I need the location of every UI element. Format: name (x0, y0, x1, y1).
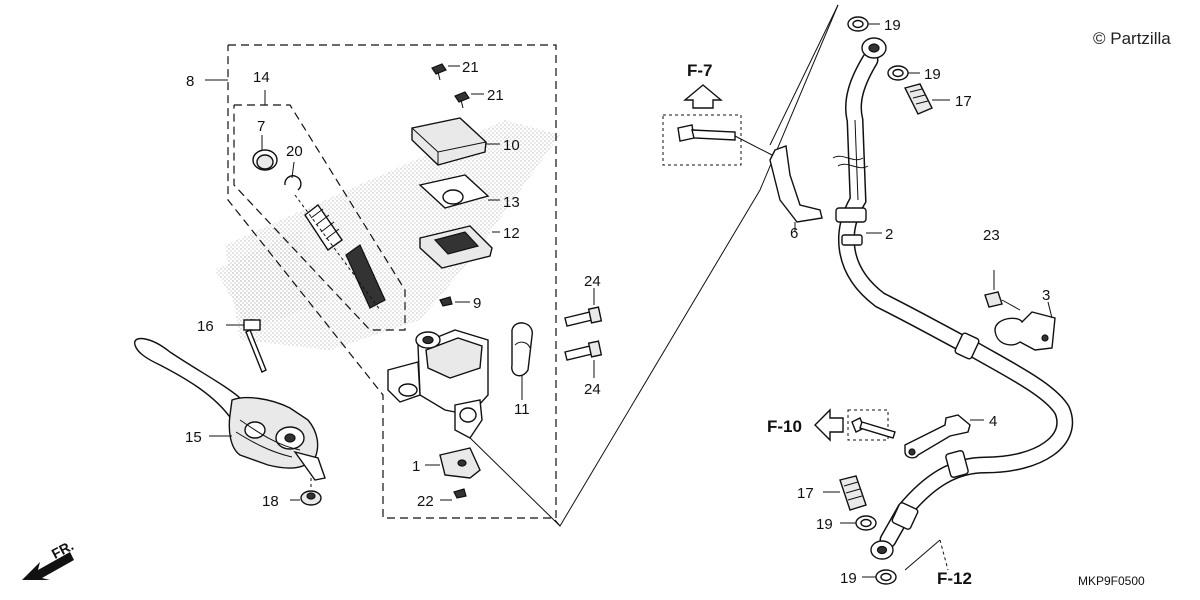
screw-9 (439, 296, 470, 307)
banjo-bolt-17-b (823, 475, 867, 511)
piston-cup-7 (252, 135, 278, 171)
label-21-b: 21 (487, 87, 504, 104)
banjo-bolt-17-a (903, 83, 950, 115)
label-14: 14 (253, 69, 270, 86)
label-10: 10 (503, 137, 520, 154)
label-24-a: 24 (584, 273, 601, 290)
washer-19-c (840, 515, 877, 531)
bolt-24-a (564, 288, 603, 327)
screw-22 (440, 488, 467, 501)
label-19-b: 19 (924, 66, 941, 83)
label-19-d: 19 (840, 570, 857, 587)
bracket-6 (769, 145, 823, 232)
washer-19-b (887, 65, 920, 81)
label-20: 20 (286, 143, 303, 160)
front-direction-arrow-icon (22, 552, 74, 580)
label-23: 23 (983, 227, 1000, 244)
label-17-b: 17 (797, 485, 814, 502)
diaphragm-12 (419, 225, 500, 269)
bracket-3 (994, 301, 1056, 351)
ref-f7-group (662, 84, 773, 166)
ref-f10-label: F-10 (767, 417, 802, 436)
label-18: 18 (262, 493, 279, 510)
label-4: 4 (989, 413, 997, 430)
ref-f12-group (904, 539, 949, 571)
label-19-c: 19 (816, 516, 833, 533)
label-8: 8 (186, 73, 194, 90)
circlip-20 (284, 161, 302, 191)
switch-1 (425, 447, 481, 479)
assembly-outline-8 (227, 44, 557, 519)
label-2: 2 (885, 226, 893, 243)
pivot-bolt-16 (226, 319, 267, 373)
ref-f7-label: F-7 (687, 61, 713, 80)
label-19-a: 19 (884, 17, 901, 34)
label-11: 11 (514, 401, 530, 418)
brake-lever (134, 337, 326, 481)
plate-13 (418, 174, 500, 209)
master-cylinder-body (387, 329, 489, 439)
screw-21-b (454, 91, 484, 109)
diagram-code: MKP9F0500 (1078, 574, 1145, 588)
stipple-band (215, 120, 560, 350)
label-16: 16 (197, 318, 214, 335)
label-3: 3 (1042, 287, 1050, 304)
label-13: 13 (503, 194, 520, 211)
brake-hose-2 (832, 37, 1074, 560)
screw-21-a (431, 63, 460, 81)
label-15: 15 (185, 429, 202, 446)
piston-assembly (294, 194, 386, 311)
label-24-b: 24 (584, 381, 601, 398)
bolt-24-b (564, 340, 603, 378)
label-7: 7 (257, 118, 265, 135)
assembly-outline-14 (233, 104, 406, 331)
watermark-text: © Partzilla (1093, 29, 1171, 48)
label-22: 22 (417, 493, 434, 510)
label-6: 6 (790, 225, 798, 242)
label-9: 9 (473, 295, 481, 312)
label-1: 1 (412, 458, 420, 475)
label-17-a: 17 (955, 93, 972, 110)
label-21-a: 21 (462, 59, 479, 76)
ref-f10-group (814, 408, 984, 459)
ref-f12-label: F-12 (937, 569, 972, 588)
reservoir-cap-10 (411, 117, 500, 166)
bolt-23 (984, 270, 1021, 311)
washer-19-d (862, 569, 897, 585)
holder-11 (511, 322, 533, 400)
washer-19-a (847, 16, 880, 32)
nut-18 (290, 478, 322, 506)
label-12: 12 (503, 225, 520, 242)
